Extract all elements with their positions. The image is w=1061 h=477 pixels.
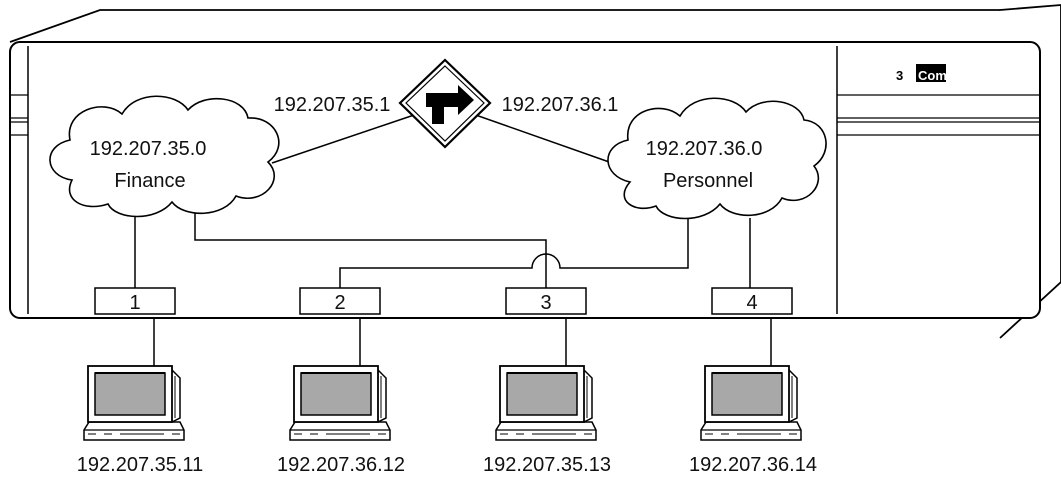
chassis-top (9, 9, 1041, 43)
computer-2-icon (289, 365, 391, 441)
port-2: 2 (299, 287, 381, 315)
cloud-personnel: 192.207.36.0 Personnel (607, 97, 827, 220)
port-4-label: 4 (746, 292, 757, 314)
computer-3-icon (495, 365, 597, 441)
link-personnel-port2 (339, 218, 689, 288)
port-1: 1 (94, 287, 176, 315)
link-finance-port3 (194, 210, 547, 288)
computer-4-icon (700, 365, 802, 441)
computer-4-ip: 192.207.36.14 (689, 454, 817, 476)
router-icon (398, 58, 492, 149)
router-right-ip: 192.207.36.1 (502, 94, 619, 116)
cloud-finance-name: Finance (114, 170, 185, 192)
computer-1-ip: 192.207.35.11 (77, 454, 203, 476)
brand-logo: 3 Com (896, 64, 947, 83)
cloud-personnel-name: Personnel (663, 170, 753, 192)
port-1-label: 1 (129, 292, 140, 314)
cloud-personnel-network: 192.207.36.0 (646, 138, 763, 160)
drop-cables (153, 318, 772, 366)
port-3-label: 3 (540, 292, 551, 314)
cloud-finance: 192.207.35.0 Finance (49, 95, 280, 218)
port-3: 3 (505, 287, 587, 315)
computer-2-ip: 192.207.36.12 (277, 454, 405, 476)
network-links (134, 112, 751, 288)
router-left-ip: 192.207.35.1 (274, 94, 391, 116)
link-router-personnel (469, 112, 613, 164)
brand-name: Com (918, 68, 947, 83)
port-4: 4 (711, 287, 793, 315)
link-finance-router (271, 112, 421, 164)
brand-prefix: 3 (896, 68, 903, 83)
cloud-finance-network: 192.207.35.0 (90, 138, 207, 160)
computer-1-icon (83, 365, 185, 441)
computer-3-ip: 192.207.35.13 (483, 454, 611, 476)
port-2-label: 2 (334, 292, 345, 314)
